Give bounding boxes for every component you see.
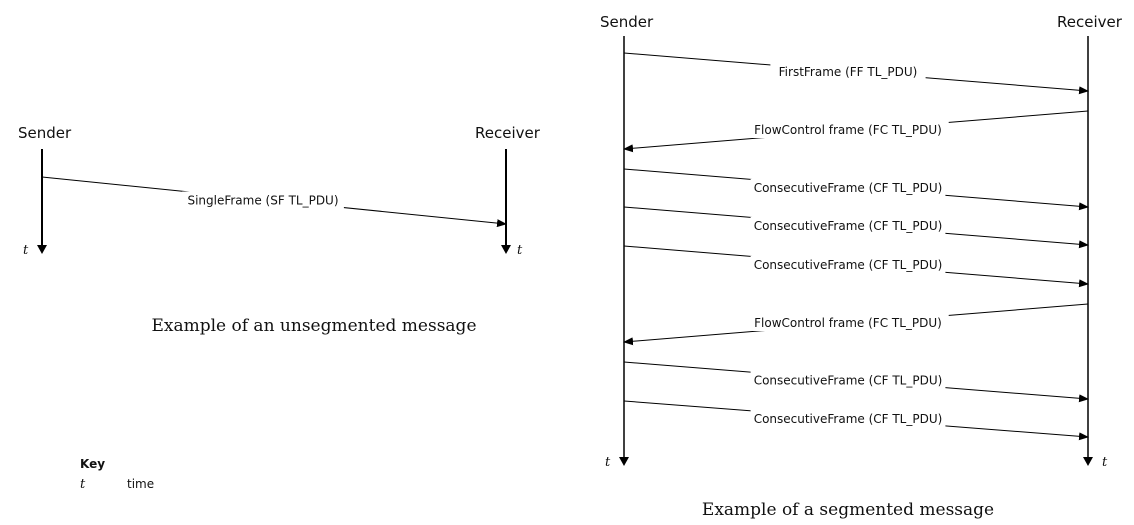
right-receiver-time-arrow <box>1083 457 1093 466</box>
left-sender-time-arrow <box>37 245 47 254</box>
right-message-label: ConsecutiveFrame (CF TL_PDU) <box>754 374 943 388</box>
right-message-label-bg <box>750 179 946 196</box>
left-message-label-bg <box>182 191 344 209</box>
left-sender-time-label: t <box>23 243 29 258</box>
right-message-label: ConsecutiveFrame (CF TL_PDU) <box>754 412 943 426</box>
left-receiver-label: Receiver <box>475 124 541 142</box>
left-message-list: SingleFrame (SF TL_PDU) <box>41 176 507 228</box>
unsegmented-diagram: Sender Receiver t t SingleFrame (SF TL_P… <box>18 124 541 336</box>
right-sender-label: Sender <box>600 13 654 31</box>
key-legend: Key t time <box>80 457 154 492</box>
right-message-label-bg <box>770 63 926 80</box>
right-message-label-bg <box>747 314 949 331</box>
right-message-label-bg <box>750 410 946 427</box>
right-message-label: FlowControl frame (FC TL_PDU) <box>754 123 942 137</box>
right-message-label-bg <box>750 256 946 273</box>
right-message-label: ConsecutiveFrame (CF TL_PDU) <box>754 219 943 233</box>
left-message-label: SingleFrame (SF TL_PDU) <box>187 194 338 208</box>
left-sender-label: Sender <box>18 124 72 142</box>
right-message-label: ConsecutiveFrame (CF TL_PDU) <box>754 181 943 195</box>
right-sender-time-label: t <box>605 455 611 470</box>
right-message-label-bg <box>750 371 946 389</box>
right-receiver-label: Receiver <box>1057 13 1123 31</box>
key-meaning: time <box>127 477 154 491</box>
left-receiver-time-label: t <box>517 243 523 258</box>
left-caption: Example of an unsegmented message <box>151 316 476 336</box>
key-symbol: t <box>80 477 86 492</box>
segmented-diagram: Sender Receiver t t FirstFrame (FF TL_PD… <box>600 13 1123 520</box>
right-receiver-time-label: t <box>1102 455 1108 470</box>
right-message-list: FirstFrame (FF TL_PDU) FlowControl frame … <box>623 52 1089 441</box>
right-message-label-bg <box>747 121 949 138</box>
key-title: Key <box>80 457 105 471</box>
right-sender-time-arrow <box>619 457 629 466</box>
right-caption: Example of a segmented message <box>702 500 994 520</box>
right-message-label: FlowControl frame (FC TL_PDU) <box>754 316 942 330</box>
right-message-label: ConsecutiveFrame (CF TL_PDU) <box>754 258 943 272</box>
right-message-label-bg <box>750 217 946 234</box>
left-receiver-time-arrow <box>501 245 511 254</box>
right-message-label: FirstFrame (FF TL_PDU) <box>779 65 918 79</box>
